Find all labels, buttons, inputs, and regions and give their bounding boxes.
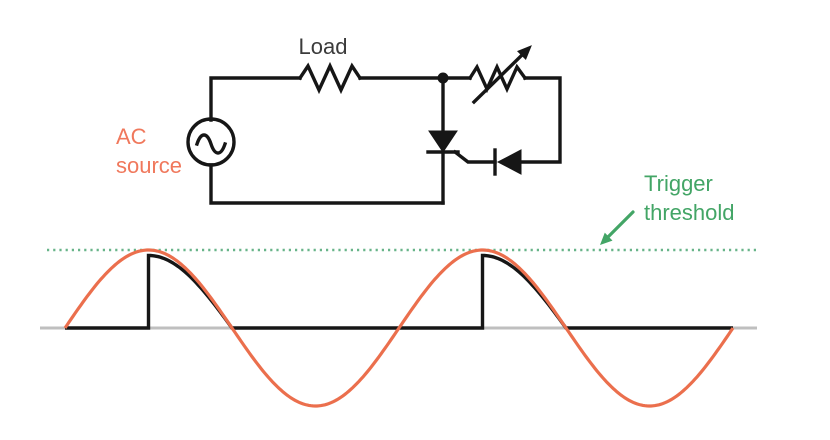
variable-resistor-symbol <box>467 62 528 94</box>
trigger-arrowhead-icon <box>600 232 613 245</box>
gate-wire <box>452 149 497 164</box>
scr-symbol <box>428 130 458 153</box>
pot-arrowhead-icon <box>517 45 532 60</box>
waveform-plot <box>40 248 757 408</box>
load-resistor-symbol <box>297 61 363 95</box>
circuit-schematic <box>186 45 562 205</box>
trigger-arrow-shaft <box>606 210 635 239</box>
pot-arrow-shaft <box>471 52 525 105</box>
ac-sine-icon <box>194 133 228 155</box>
ac-source-label: AC source <box>116 124 183 178</box>
trigger-threshold-label: Trigger threshold <box>644 171 735 225</box>
right-wire <box>519 76 562 164</box>
top-left-wire <box>209 76 302 122</box>
trigger-arrow <box>600 210 635 245</box>
diode-symbol <box>496 149 522 175</box>
bottom-wire <box>209 163 445 205</box>
load-label: Load <box>298 34 348 59</box>
